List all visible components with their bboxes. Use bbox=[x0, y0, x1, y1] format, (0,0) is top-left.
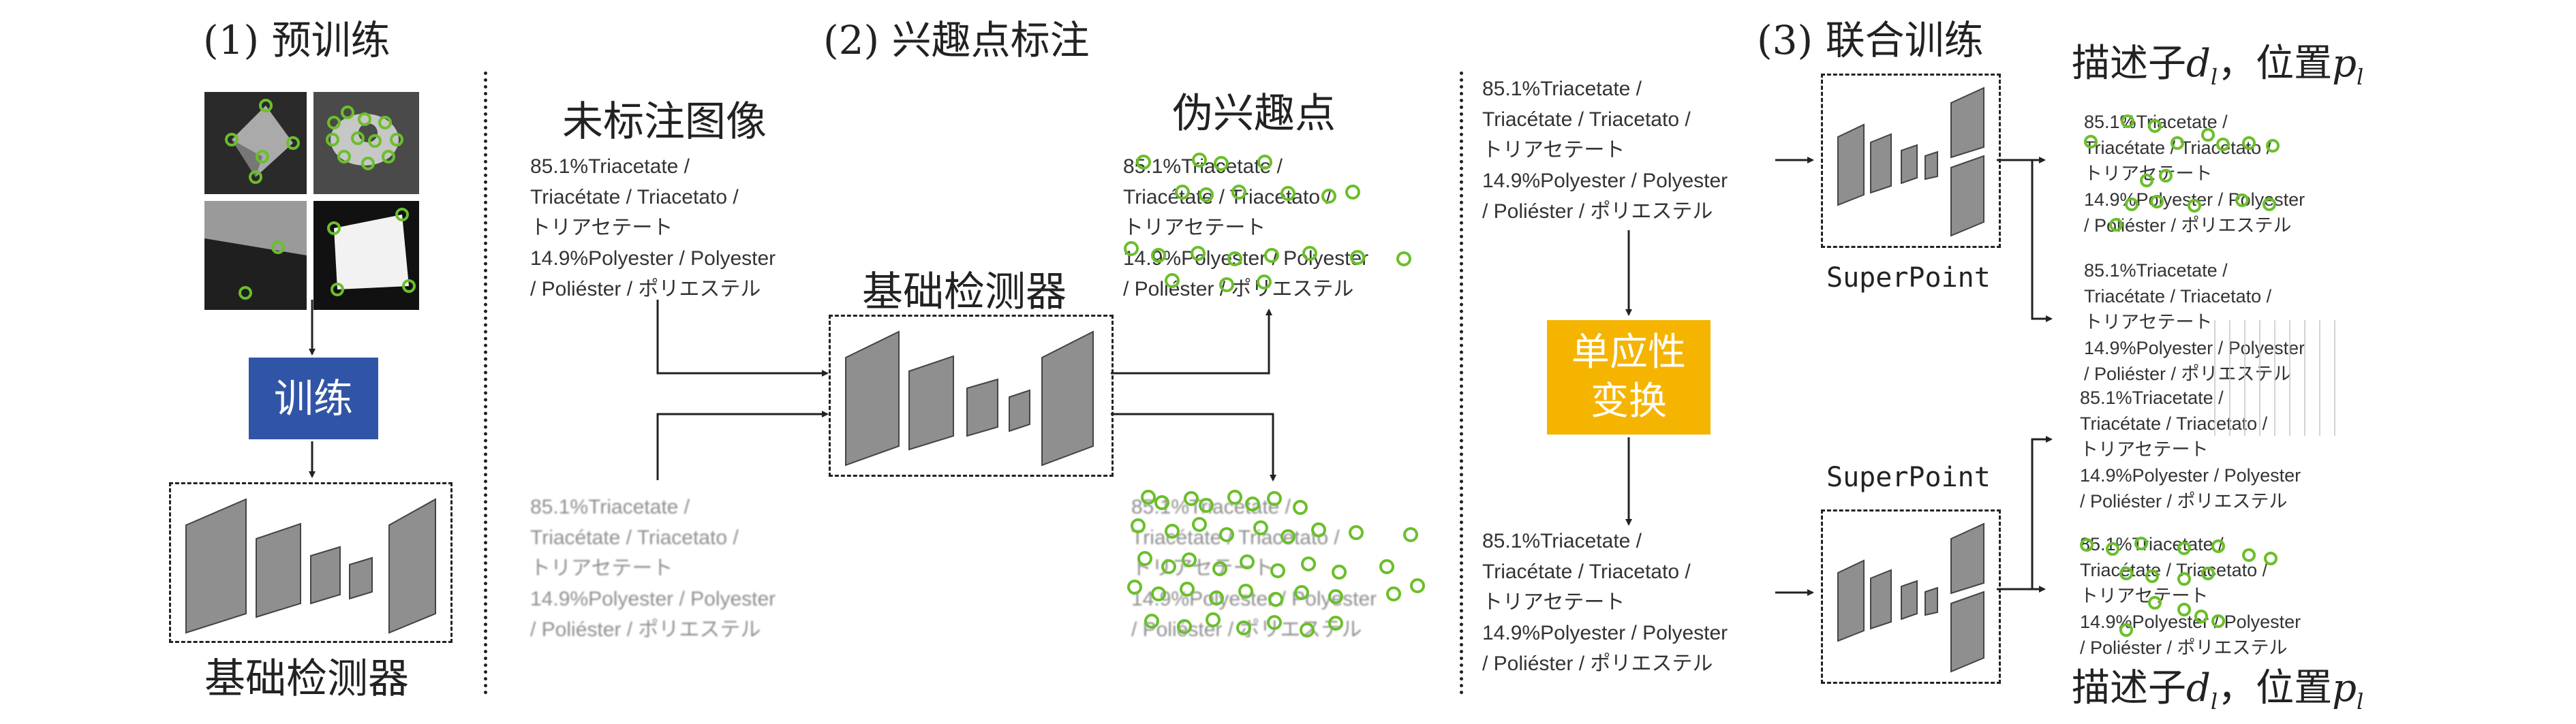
output-label-top: 描述子dl，位置pl bbox=[2072, 33, 2363, 90]
base-detector-label-1: 基础检测器 bbox=[204, 655, 409, 703]
cnn-layers-1 bbox=[185, 498, 436, 634]
descriptor-symbol: dl bbox=[2186, 42, 2218, 91]
output-label-bottom: 描述子dl，位置pl bbox=[2072, 657, 2363, 714]
homography-box: 单应性 变换 bbox=[1547, 320, 1711, 435]
train-box: 训练 bbox=[249, 358, 378, 439]
base-detector-label-2: 基础检测器 bbox=[862, 268, 1067, 316]
synthetic-keypoints bbox=[225, 99, 416, 300]
position-symbol: pl bbox=[2332, 42, 2364, 91]
homography-line-1: 单应性 bbox=[1571, 330, 1686, 375]
position-symbol: pl bbox=[2332, 666, 2364, 715]
superpoint-box-bottom bbox=[1821, 509, 2001, 684]
homography-line-2: 变换 bbox=[1591, 379, 1667, 424]
joint-input-image: 85.1%Triacetate / Triacétate / Triacetat… bbox=[1482, 78, 1728, 223]
superpoint-label-top: SuperPoint bbox=[1826, 262, 1991, 294]
synthetic-shapes-grid bbox=[204, 92, 419, 310]
section-title-labeling: (2) 兴趣点标注 bbox=[823, 17, 1090, 63]
unlabeled-image-warped: 85.1%Triacetate / Triacétate / Triacetat… bbox=[530, 496, 776, 641]
output-descriptor-image-top: 85.1%Triacetate / Triacétate / Triacetat… bbox=[2084, 260, 2305, 384]
position-label: ，位置 bbox=[2218, 42, 2333, 86]
unlabeled-image: 85.1%Triacetate / Triacétate / Triacetat… bbox=[530, 155, 776, 300]
pseudo-points-label: 伪兴趣点 bbox=[1172, 90, 1336, 138]
descriptor-label: 描述子 bbox=[2072, 666, 2186, 710]
descriptor-label: 描述子 bbox=[2072, 42, 2186, 86]
superpoint-box-top bbox=[1821, 74, 2001, 248]
descriptor-symbol: dl bbox=[2186, 666, 2218, 715]
base-detector-box-1 bbox=[169, 482, 453, 643]
position-label: ，位置 bbox=[2218, 666, 2333, 710]
section-title-joint: (3) 联合训练 bbox=[1757, 17, 1984, 63]
superpoint-layers-bottom bbox=[1837, 522, 1984, 673]
separator-2 bbox=[1460, 72, 1463, 695]
pseudo-labeled-image-warped: 85.1%Triacetate / Triacétate / Triacetat… bbox=[1131, 496, 1377, 641]
unlabeled-image-label: 未标注图像 bbox=[562, 98, 767, 146]
section-title-pretrain: (1) 预训练 bbox=[203, 17, 390, 63]
separator-1 bbox=[484, 72, 487, 695]
output-descriptor-image-bottom: 85.1%Triacetate / Triacétate / Triacetat… bbox=[2080, 388, 2301, 511]
cnn-layers-2 bbox=[845, 330, 1094, 467]
superpoint-label-bottom: SuperPoint bbox=[1826, 462, 1991, 493]
superpoint-layers-top bbox=[1837, 86, 1984, 237]
joint-warped-image: 85.1%Triacetate / Triacétate / Triacetat… bbox=[1482, 530, 1728, 675]
base-detector-box-2 bbox=[829, 315, 1114, 477]
